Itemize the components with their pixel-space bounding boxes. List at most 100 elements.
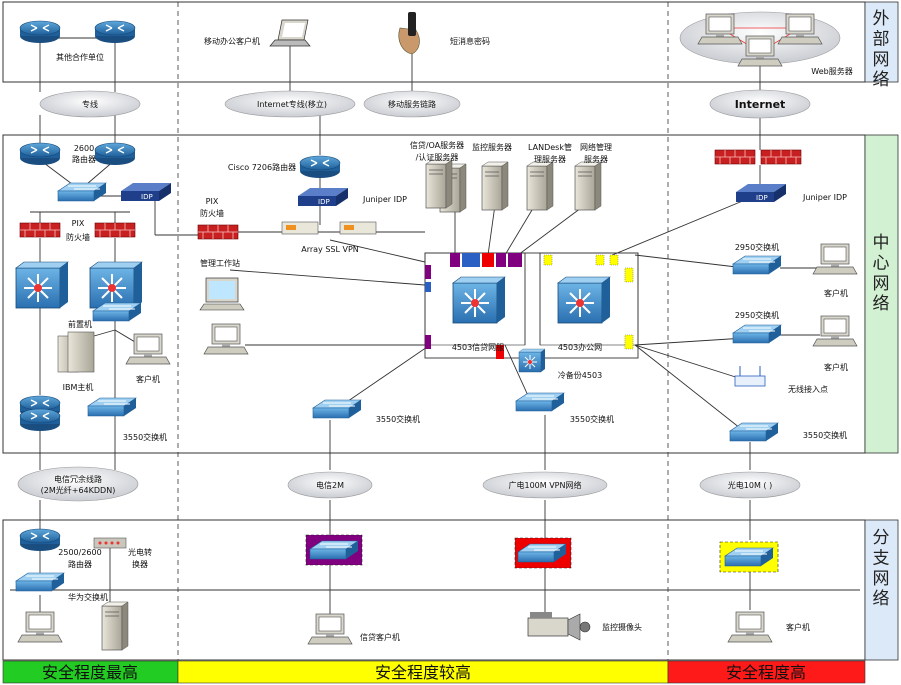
center-zone-label: 中心网络 xyxy=(873,233,890,314)
right-juniper-idp-label: Juniper IDP xyxy=(802,193,847,202)
core-office-subbox xyxy=(539,252,639,346)
server-netmgmt xyxy=(574,161,602,211)
left-core-switch-a xyxy=(15,261,69,309)
client-pc-a xyxy=(812,243,858,275)
cloud-telecom-2m: 电信2M xyxy=(287,471,373,499)
frontend-label: 前置机 xyxy=(68,319,92,329)
branch-zone-label: 分支网络 xyxy=(873,528,890,609)
server-landesk xyxy=(526,161,554,211)
pix-center-label-line2: 防火墙 xyxy=(200,208,224,218)
server-landesk-label: LANDesk管 xyxy=(528,142,572,152)
zone-dividers xyxy=(177,2,669,660)
pix-firewall-left-b xyxy=(94,222,136,238)
router-2600-label: 2600 xyxy=(74,144,94,153)
core-office-label: 4503办公网 xyxy=(558,342,602,352)
mid-3550-switch-b xyxy=(515,392,565,412)
backup-4503-label: 冷备份4503 xyxy=(558,370,602,380)
branch-router xyxy=(19,528,61,552)
cloud-telecom-redundant: 电信冗余线路 (2M光纤+64KDDN) xyxy=(17,466,139,502)
svg-text:电信冗余线路: 电信冗余线路 xyxy=(54,474,102,484)
center-pc xyxy=(203,323,249,355)
cloud-mobile-link: 移动服务链路 xyxy=(363,90,461,118)
router-2600-b xyxy=(94,142,136,166)
external-zone-label: 外部网络 xyxy=(873,9,890,90)
branch-zone-side-panel xyxy=(864,519,899,661)
cloud-gd-10m: 光电10M ( ) xyxy=(699,471,801,499)
pix-left-label: PIX xyxy=(72,219,85,228)
left-idp xyxy=(121,183,171,201)
pix-left-label-line2: 防火墙 xyxy=(66,232,90,242)
huawei-switch xyxy=(15,572,65,592)
cisco-7206-label: Cisco 7206路由器 xyxy=(228,162,296,172)
pix-firewall-left-a xyxy=(19,222,61,238)
backup-4503-switch xyxy=(518,348,546,373)
footer-higher-security-label: 安全程度较高 xyxy=(375,663,471,682)
svg-text:光电10M ( ): 光电10M ( ) xyxy=(728,480,772,490)
mgmt-station-label: 管理工作站 xyxy=(200,258,240,268)
footer-high-security-band xyxy=(667,660,866,684)
mgmt-station-icon xyxy=(199,277,245,311)
mobile-client-label: 移动办公客户机 xyxy=(204,36,260,46)
server-landesk-label-line2: 理服务器 xyxy=(534,154,566,164)
left-client-label: 客户机 xyxy=(136,374,160,384)
svg-text:广电100M VPN网络: 广电100M VPN网络 xyxy=(509,480,582,490)
sms-password-label: 短消息密码 xyxy=(450,36,490,46)
mid-3550-switch-a xyxy=(312,399,362,419)
array-ssl-vpn-icon xyxy=(281,221,377,235)
cloud-gd-vpn: 广电100M VPN网络 xyxy=(482,471,608,499)
right-firewall-pair xyxy=(714,149,802,165)
branch-credit-client-label: 信贷客户机 xyxy=(360,632,400,642)
right-3550-label: 3550交换机 xyxy=(803,430,847,440)
connection-lines xyxy=(10,37,860,615)
left-client-pc xyxy=(125,333,171,365)
router-2600-a xyxy=(19,142,61,166)
server-netmgmt-label: 网络管理 xyxy=(580,142,612,152)
client-b-label: 客户机 xyxy=(824,362,848,372)
left-router-lower-b xyxy=(19,408,61,432)
center-juniper-idp-label: Juniper IDP xyxy=(362,195,407,204)
left-core-switch-b xyxy=(89,261,143,309)
optical-converter-label: 光电转 xyxy=(128,547,152,557)
branch-router-label-line2: 路由器 xyxy=(68,559,92,569)
port-markers xyxy=(425,253,634,359)
camera-icon xyxy=(527,612,591,641)
svg-text:移动服务链路: 移动服务链路 xyxy=(388,99,436,109)
branch-office-switch-box xyxy=(719,541,779,573)
cloud-internet: Internet xyxy=(709,89,811,119)
core-4503-office xyxy=(557,276,611,324)
right-juniper-idp xyxy=(736,184,786,202)
wireless-ap-label: 无线接入点 xyxy=(788,384,828,394)
left-distribution-switch xyxy=(57,182,107,202)
switch-2950-a-label: 2950交换机 xyxy=(735,242,779,252)
partner-router-a xyxy=(19,20,61,44)
footer-highest-security-label: 安全程度最高 xyxy=(42,663,138,682)
server-credit-label-line2: /认证服务器 xyxy=(416,152,459,162)
cloud-internet-leased: Internet专线(移立) xyxy=(224,90,356,118)
cloud-leased-line: 专线 xyxy=(39,90,141,118)
svg-text:(2M光纤+64KDDN): (2M光纤+64KDDN) xyxy=(41,485,116,495)
left-3550-label: 3550交换机 xyxy=(123,432,167,442)
array-vpn-label: Array SSL VPN xyxy=(301,245,359,254)
partner-router-b xyxy=(94,20,136,44)
partner-unit-label: 其他合作单位 xyxy=(56,52,104,62)
cloud-web-servers: Web服务器 xyxy=(679,11,853,76)
server-netmgmt-label-line2: 服务器 xyxy=(584,154,608,164)
svg-text:Internet: Internet xyxy=(735,98,786,111)
center-zone-side-panel xyxy=(864,134,899,454)
server-credit-oa-b xyxy=(425,159,453,209)
branch-router-label: 2500/2600 xyxy=(58,548,101,557)
wireless-ap-icon xyxy=(734,366,766,387)
branch-left-pc xyxy=(17,611,63,643)
switch-2950-b-label: 2950交换机 xyxy=(735,310,779,320)
branch-credit-switch-box xyxy=(305,534,363,566)
mid-3550-label-b: 3550交换机 xyxy=(570,414,614,424)
svg-text:Web服务器: Web服务器 xyxy=(811,66,852,76)
branch-right-pc xyxy=(727,611,773,643)
phone-icon xyxy=(398,12,420,55)
core-credit-label: 4503信贷网服 xyxy=(452,342,504,352)
branch-credit-pc xyxy=(307,613,353,645)
huawei-switch-label: 华为交换机 xyxy=(68,592,108,602)
server-credit-label: 信贷/OA服务器 xyxy=(410,140,464,150)
left-3550-switch xyxy=(87,397,137,417)
